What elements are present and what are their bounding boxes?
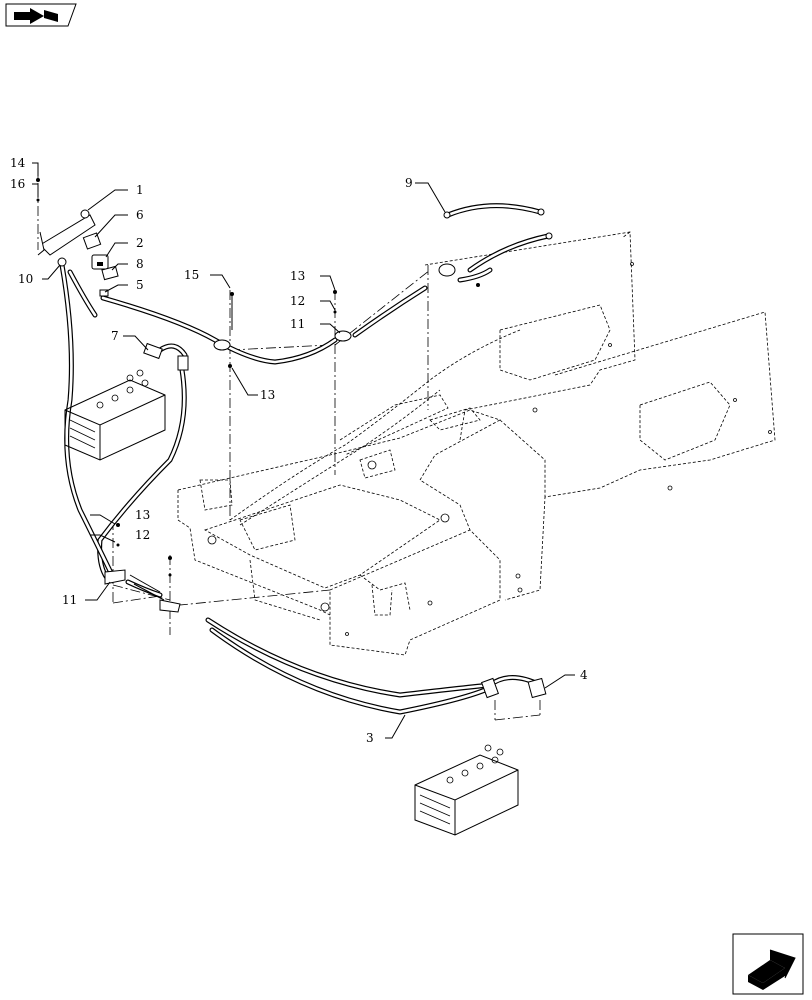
center-lines [37,170,541,721]
cable-item-10 [59,262,115,578]
leader-lines [32,162,575,739]
callout-10: 10 [18,272,33,286]
frame-chassis [177,231,776,656]
callout-11-top: 11 [290,317,305,331]
callout-12-top: 12 [290,294,305,308]
callout-7: 7 [111,329,119,343]
book-arrow-icon[interactable] [5,3,77,27]
battery-right [414,744,519,836]
callout-2: 2 [136,236,144,250]
callout-5: 5 [136,278,144,292]
callouts: 1 2 3 4 5 6 7 8 9 10 11 11 12 12 13 13 1… [10,156,588,745]
callout-14: 14 [10,156,26,170]
next-page-arrow-icon[interactable] [732,933,804,995]
cable-item-3 [205,617,543,715]
callout-8: 8 [136,257,144,271]
cable-item-5 [100,295,338,365]
callout-4: 4 [580,668,588,682]
callout-13-top: 13 [290,269,305,283]
callout-13-mid: 13 [260,388,275,402]
callout-13-bottom: 13 [135,508,150,522]
callout-12-bottom: 12 [135,528,150,542]
hardware [36,178,553,699]
callout-15: 15 [184,268,199,282]
callout-3: 3 [366,731,374,745]
battery-left [64,369,166,461]
callout-1: 1 [136,183,144,197]
callout-6: 6 [136,208,144,222]
callout-16: 16 [10,177,25,191]
callout-11-bottom: 11 [62,593,77,607]
cable-item-9 [445,203,543,218]
bracket-item-1 [37,209,96,256]
callout-9: 9 [405,176,413,190]
